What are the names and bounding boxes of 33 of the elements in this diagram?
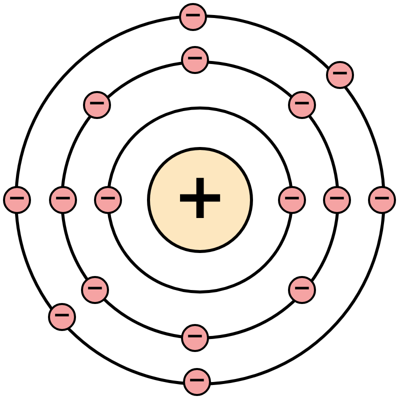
charge-sign: −	[330, 63, 350, 85]
charge-sign: −	[328, 188, 346, 210]
electron	[183, 368, 211, 396]
electron	[83, 91, 111, 119]
charge-sign: −	[188, 370, 206, 392]
charge-sign: −	[292, 278, 312, 300]
electron	[278, 186, 306, 214]
charge-sign: −	[86, 278, 104, 300]
charge-sign: −	[282, 188, 302, 210]
electron	[288, 91, 316, 119]
electron	[81, 276, 109, 304]
charge-sign: −	[292, 93, 312, 115]
charge-sign: −	[186, 326, 204, 348]
charge-sign: −	[98, 188, 118, 210]
electron	[181, 324, 209, 352]
electron	[94, 186, 122, 214]
electron	[49, 186, 77, 214]
charge-sign: −	[52, 305, 72, 327]
charge-sign: −	[8, 188, 26, 210]
charge-sign: −	[184, 5, 202, 27]
charge-sign: −	[54, 188, 72, 210]
charge-sign: −	[186, 48, 204, 70]
electron	[3, 186, 31, 214]
charge-sign: −	[372, 188, 392, 210]
electron	[368, 186, 396, 214]
electron	[288, 276, 316, 304]
charge-sign: −	[88, 93, 106, 115]
charge-sign: +	[173, 165, 227, 229]
electron	[326, 61, 354, 89]
electron	[179, 3, 207, 31]
electron	[181, 46, 209, 74]
electron	[48, 303, 76, 331]
electron	[323, 186, 351, 214]
